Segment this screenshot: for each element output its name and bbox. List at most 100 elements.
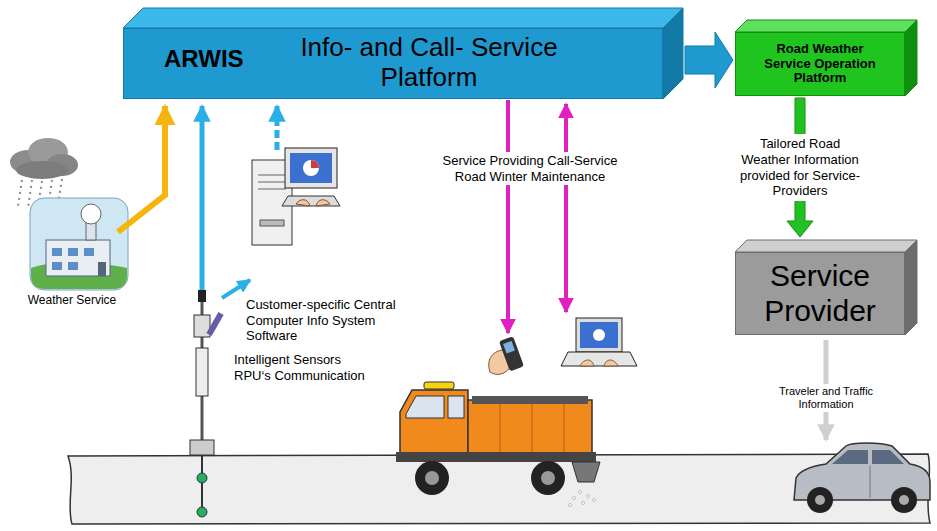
weather-station-icon-part: [68, 262, 78, 270]
node-heading: Road Weather Service Operation Platform: [756, 42, 884, 87]
central-computer-icon-part: [285, 148, 337, 188]
sensor-pole-part: [206, 312, 223, 336]
weather-station-icon-part: [52, 248, 62, 256]
data-arrows-part: [275, 106, 280, 150]
rain-cloud-part: [16, 161, 68, 179]
car-part: [807, 487, 833, 513]
box-top-face: [735, 240, 917, 252]
sensor-pole-part: [197, 473, 207, 483]
central-computer-icon-part: [258, 189, 286, 190]
sensor-pole-part: [194, 315, 210, 337]
car-part: [832, 450, 868, 464]
edge-label: Tailored Road Weather Information provid…: [733, 134, 867, 200]
magenta-arrows-part: [506, 100, 510, 333]
node-heading: ARWIS: [164, 45, 244, 73]
sensor-pole: [190, 290, 224, 517]
car-part: [891, 487, 917, 513]
gritting-truck-part-part: [573, 497, 576, 500]
box-side-face: [905, 240, 917, 335]
laptop-icon-part: [580, 322, 618, 348]
sensor-pole-part: [196, 348, 208, 396]
sensor-pole-part: [197, 507, 207, 517]
weather-station-icon-part: [52, 262, 62, 270]
central-computer-icon-part: [290, 153, 332, 183]
rain-cloud-part-part: [28, 180, 32, 208]
gritting-truck-part: [406, 396, 444, 418]
central-computer-icon-part: [311, 160, 319, 168]
component-note: Intelligent Sensors RPU‘s Communication: [234, 352, 374, 383]
service-note: Service Providing Call-Service Road Wint…: [438, 152, 622, 185]
central-computer-icon-part: [282, 196, 340, 206]
component-note: Customer-specific Central Computer Info …: [246, 297, 396, 344]
mobile-phone-icon-part: [503, 341, 515, 353]
gritting-truck-part: [424, 382, 454, 389]
laptop-icon-part: [604, 360, 618, 366]
node-text: Info- and Call- Service Platform: [264, 33, 594, 93]
laptop-icon-part: [593, 329, 605, 341]
central-computer-icon-part: [316, 200, 330, 206]
node-heading: Service Provider: [744, 259, 896, 328]
sensor-pole-part: [190, 440, 214, 455]
gritting-truck-part: [532, 404, 533, 460]
gritting-truck-part: [415, 461, 449, 495]
gritting-truck-part: [448, 396, 464, 418]
car-part: [870, 466, 871, 498]
gritting-truck-part: [396, 452, 596, 462]
data-arrows-part: [200, 106, 205, 292]
laptop-icon-part: [576, 318, 622, 352]
weather-station-icon-part: [46, 240, 110, 276]
data-arrows-part: [222, 280, 250, 298]
mobile-phone-icon-part: [499, 336, 524, 371]
magenta-arrows-part: [564, 104, 568, 312]
box-side-face: [663, 8, 683, 99]
gritting-truck-part: [500, 404, 501, 460]
gritting-truck-part-part: [569, 504, 572, 507]
gritting-truck-part: [531, 461, 565, 495]
gritting-truck-part-part: [593, 499, 596, 502]
sensor-pole-part: [198, 290, 206, 302]
laptop-icon-part: [580, 360, 594, 366]
central-computer-icon-part: [296, 200, 310, 206]
gritting-truck-part: [472, 396, 588, 404]
central-computer-icon-part: [258, 175, 286, 176]
car-part: [872, 450, 904, 464]
mobile-phone-icon: [489, 336, 524, 374]
platform-flow-arrow: [685, 32, 733, 88]
laptop-icon-part: [561, 352, 637, 366]
service-provider-box: Service Provider: [735, 252, 905, 335]
gritting-truck-part-part: [579, 491, 582, 494]
weather-station-icon-part: [68, 248, 78, 256]
magenta-arrows: [508, 100, 566, 333]
gritting-truck: [396, 382, 600, 507]
car-part: [899, 495, 909, 505]
gritting-truck-part: [572, 462, 600, 482]
weather-station-icon-part: [81, 204, 101, 224]
gritting-truck-part-part: [587, 495, 590, 498]
central-computer-icon-part: [260, 220, 284, 226]
gritting-truck-part: [468, 400, 592, 460]
central-computer-icon-part: [303, 160, 319, 176]
weather-station-icon: [30, 198, 128, 290]
icon-caption: Weather Service: [20, 293, 124, 307]
gritting-truck-part-part: [582, 502, 585, 505]
rain-cloud-part-part: [18, 180, 22, 206]
gritting-truck-part: [564, 404, 565, 460]
box-side-face: [905, 20, 917, 96]
box-top-face: [735, 20, 917, 32]
data-arrows-part: [118, 106, 165, 232]
weather-station-icon-part: [30, 198, 128, 290]
central-computer-icon: [252, 148, 340, 245]
central-computer-icon-part: [258, 182, 286, 183]
car: [794, 443, 930, 513]
weather-station-icon-part: [84, 248, 94, 256]
box-top-face: [123, 8, 683, 28]
weather-station-icon-part: [86, 222, 96, 240]
operation-platform-box: Road Weather Service Operation Platform: [735, 32, 905, 96]
gritting-truck-part: [425, 471, 439, 485]
weather-station-icon-part: [98, 262, 106, 276]
car-part: [815, 495, 825, 505]
gritting-truck-part: [541, 471, 555, 485]
gritting-truck-part: [569, 491, 596, 507]
flow-note: Traveler and Traffic Information: [768, 384, 884, 412]
